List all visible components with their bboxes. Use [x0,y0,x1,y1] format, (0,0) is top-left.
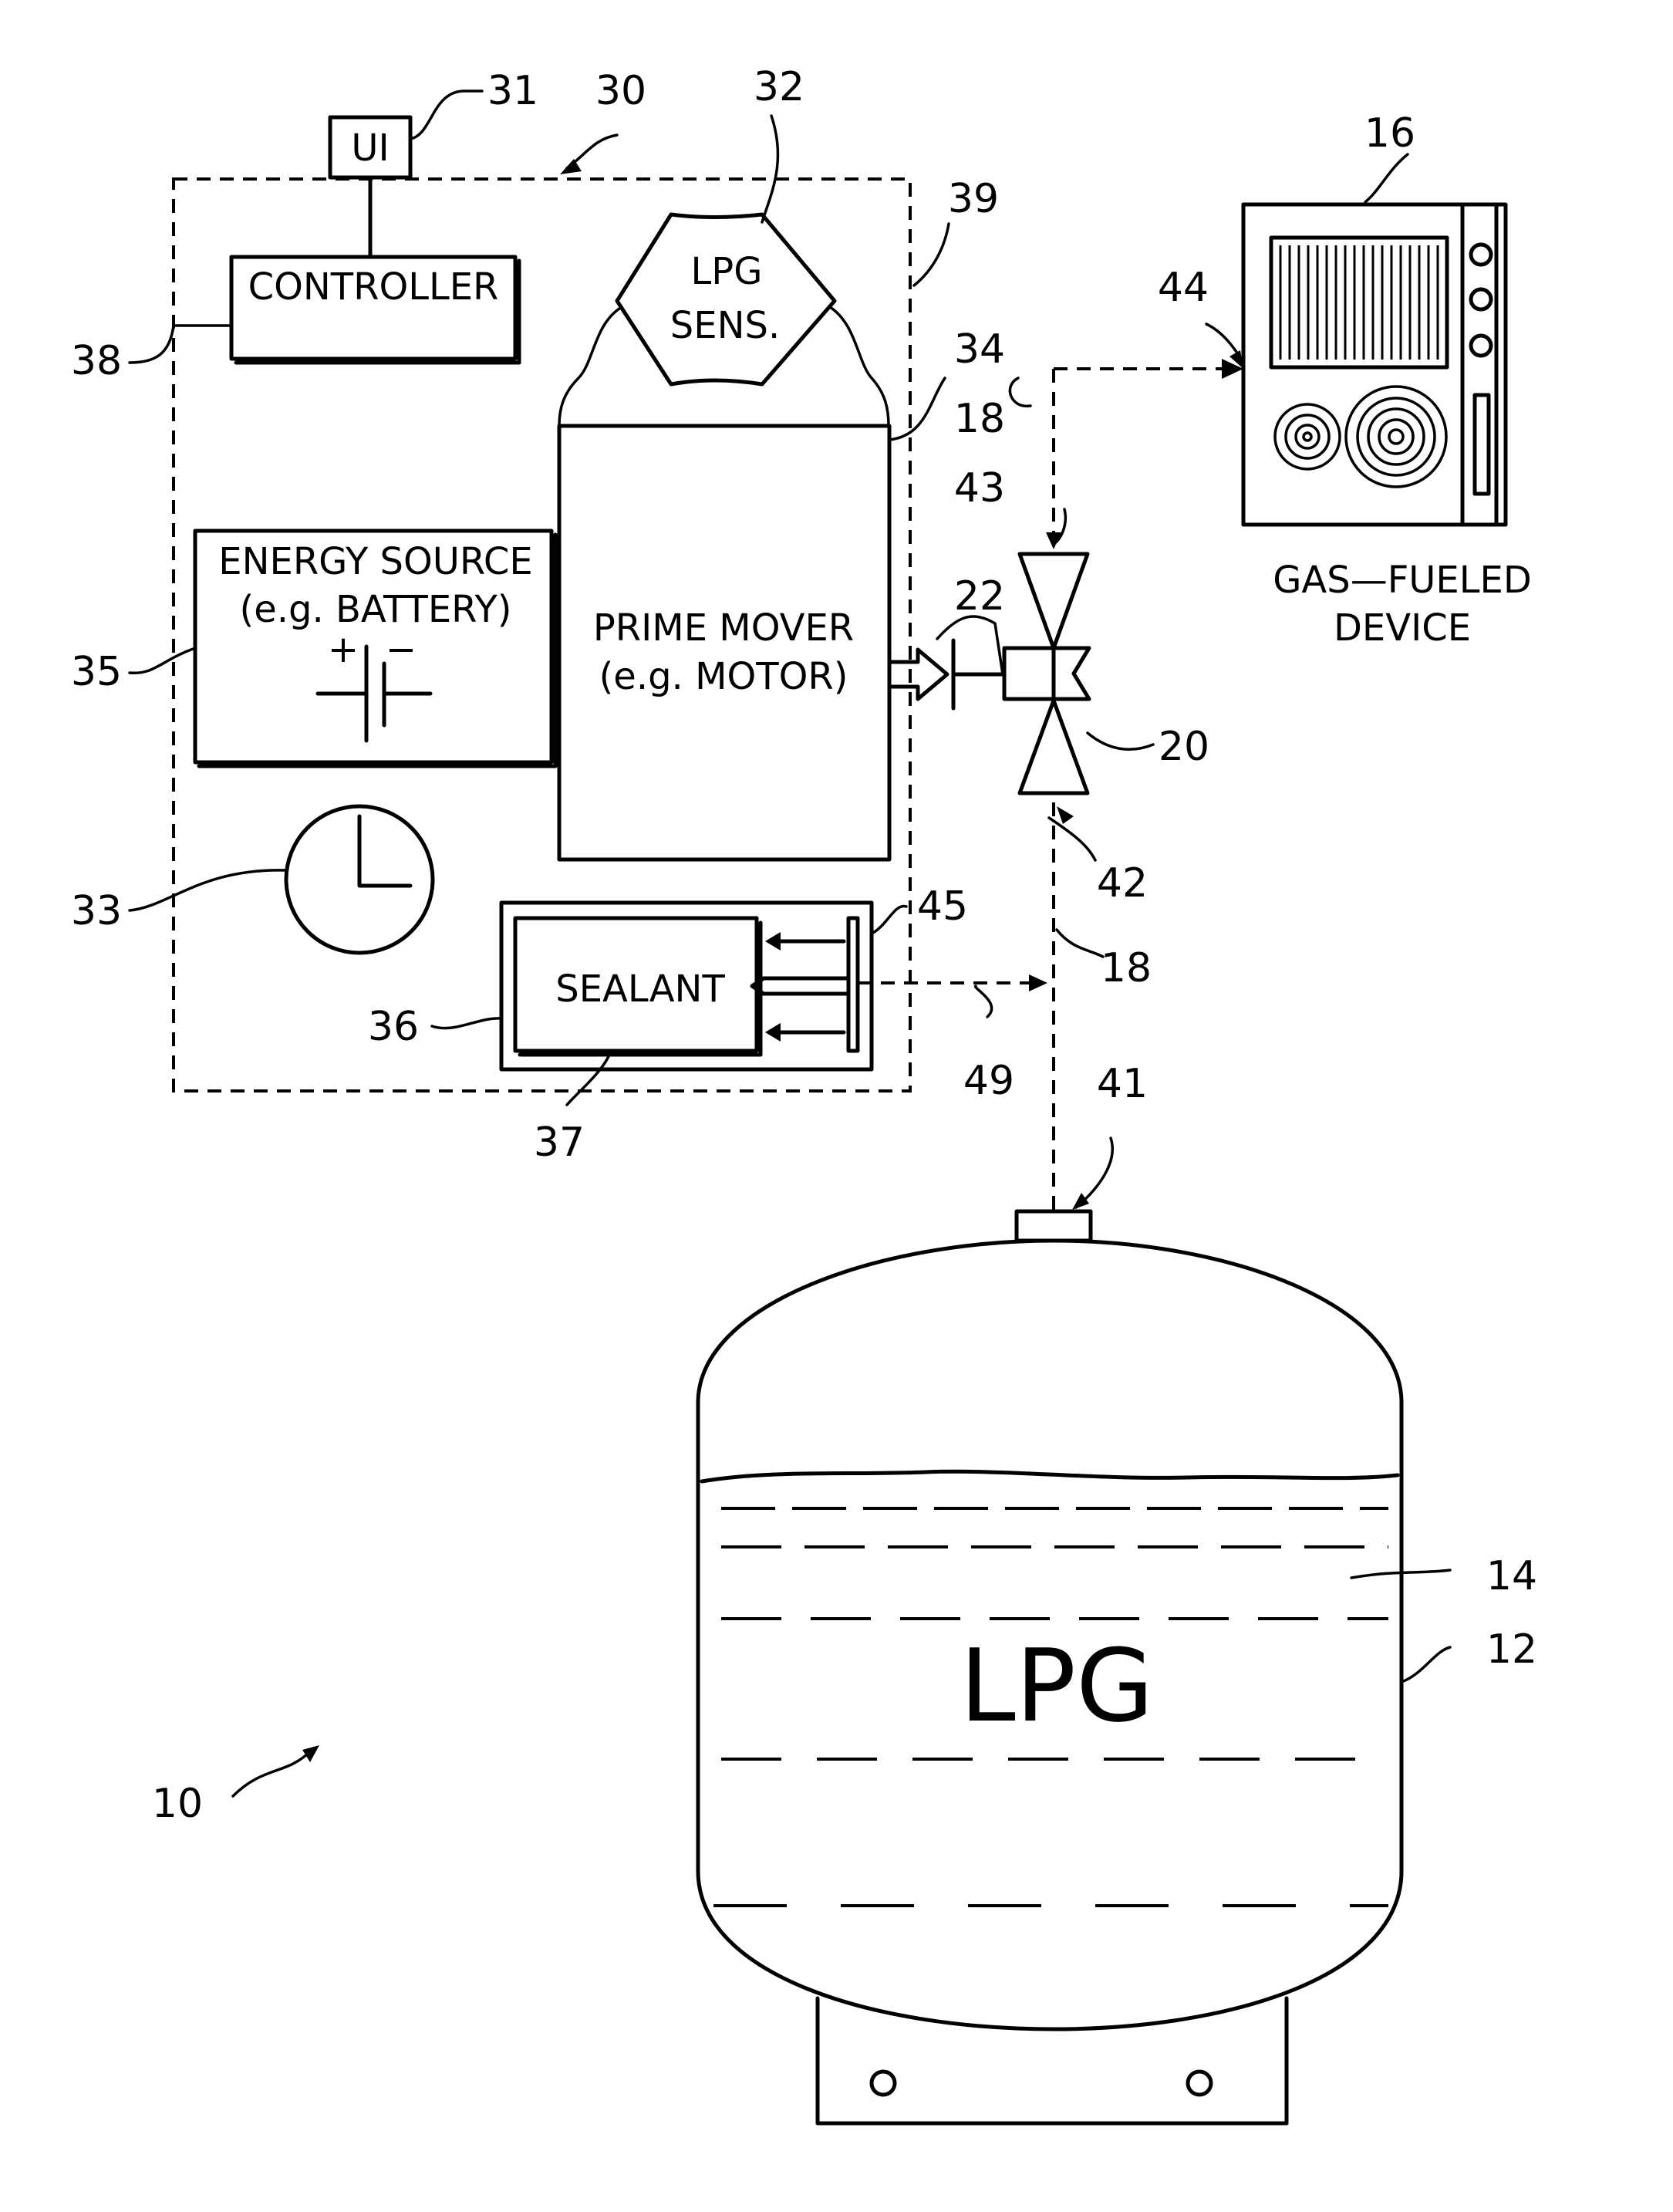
lpg-sensor: LPG SENS. [559,214,889,426]
gas-device-line2: DEVICE [1334,606,1471,650]
battery-minus: − [386,628,417,671]
ref-30: 30 [595,68,646,114]
battery-plus: + [328,628,359,671]
ref-45: 45 [917,883,968,930]
energy-source: ENERGY SOURCE (e.g. BATTERY) + − [195,531,555,766]
ref-22: 22 [954,573,1005,620]
ref-36: 36 [368,1004,419,1050]
ref-43: 43 [954,465,1005,512]
ref-10: 10 [152,1781,203,1827]
ui-module: UI [330,117,410,257]
ui-label: UI [351,127,389,170]
ref-34: 34 [954,326,1005,373]
ref-38: 38 [71,338,122,384]
ref-39: 39 [948,176,999,222]
ref-33: 33 [71,888,122,934]
lpg-sensor-line2: SENS. [670,304,780,347]
ref-18a: 18 [954,396,1005,442]
clock-icon [286,806,433,953]
energy-source-line1: ENERGY SOURCE [218,540,532,583]
valve [1004,554,1089,793]
ref-20: 20 [1159,724,1209,770]
ref-49: 49 [963,1058,1014,1104]
prime-mover-line2: (e.g. MOTOR) [599,655,848,698]
battery-symbol-icon: + − [318,628,430,741]
lpg-tank: LPG [698,1241,1401,2123]
controller-label: CONTROLLER [248,265,499,309]
energy-source-line2: (e.g. BATTERY) [240,588,512,631]
ref-12: 12 [1486,1626,1537,1673]
ref-37: 37 [534,1120,585,1166]
prime-mover: PRIME MOVER (e.g. MOTOR) [559,426,1004,859]
ref-35: 35 [71,649,122,695]
ref-14: 14 [1486,1553,1537,1599]
tank-content-label: LPG [960,1627,1154,1744]
ref-32: 32 [754,64,804,110]
tank-nozzle [1017,1211,1091,1241]
controller: CONTROLLER [231,257,519,363]
ref-42: 42 [1097,860,1148,907]
ref-16: 16 [1364,110,1415,157]
lpg-sensor-line1: LPG [691,250,763,293]
gas-device-line1: GAS—FUELED [1273,559,1532,602]
ref-41: 41 [1097,1061,1148,1107]
gas-fueled-device: GAS—FUELED DEVICE [1243,204,1532,650]
ref-18b: 18 [1101,945,1152,991]
ref-44: 44 [1158,265,1209,311]
sealant-label: SEALANT [555,968,725,1011]
prime-mover-line1: PRIME MOVER [593,606,854,650]
ref-31: 31 [487,68,538,114]
